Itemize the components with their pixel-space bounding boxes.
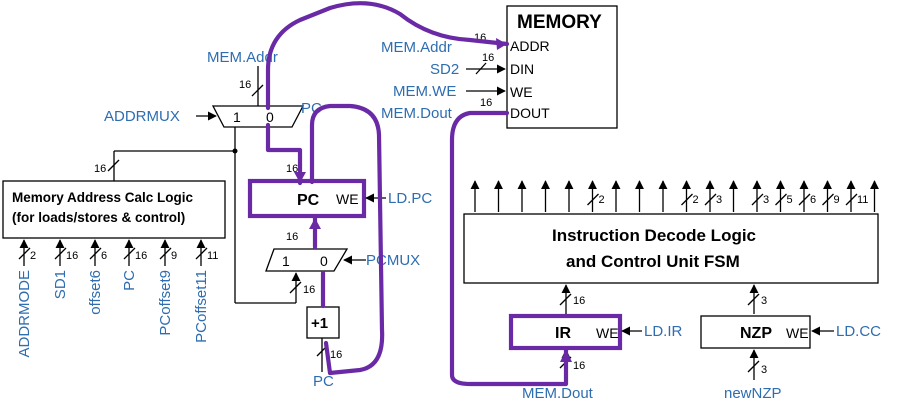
- pcmux-in0: 0: [320, 253, 328, 269]
- memory-addr-signal: MEM.Addr: [381, 39, 452, 56]
- decode-output-width: 2: [599, 194, 605, 206]
- decode-block: [463, 213, 879, 284]
- pcmux-in1: 1: [282, 253, 290, 269]
- pcmux-width: 16: [303, 284, 315, 296]
- addrmux-output-signal: MEM.Addr: [207, 49, 278, 66]
- memory-block: [506, 5, 618, 129]
- decode-output-width: 9: [834, 194, 840, 206]
- addr-calc-input-label: offset6: [87, 270, 104, 315]
- addr-calc-input-width: 16: [135, 250, 147, 262]
- addr-calc-input-width: 11: [207, 250, 218, 262]
- ir-name: IR: [555, 325, 571, 342]
- addrmux-shape: [211, 105, 305, 128]
- addr-calc-block: [2, 180, 226, 239]
- addr-calc-title: Memory Address Calc Logic: [12, 190, 194, 205]
- decode-output-width: 3: [716, 194, 722, 206]
- addr-calc-input-label: SD1: [52, 270, 69, 299]
- pcmux-select-signal: PCMUX: [366, 252, 420, 269]
- addr-calc-output-width: 16: [94, 163, 106, 175]
- addrmux-in0: 0: [266, 109, 274, 125]
- incrementer-output-signal: PC: [313, 373, 334, 390]
- ir-input-width: 16: [573, 360, 585, 372]
- addr-calc-input-width: 6: [101, 250, 107, 262]
- path-memory-dout-to-ir: [449, 110, 569, 387]
- nzp-input-width: 3: [761, 364, 767, 376]
- decode-outputs: 2 2 3 3 5 6 9 11: [470, 180, 880, 212]
- ir-register: [508, 313, 623, 351]
- incrementer-label: +1: [311, 315, 328, 332]
- addr-calc-input-label: ADDRMODE: [16, 270, 33, 358]
- decode-subtitle: and Control Unit FSM: [566, 252, 740, 271]
- addr-calc-input-width: 16: [66, 250, 78, 262]
- addr-calc-input-width: 2: [30, 250, 36, 262]
- addr-calc-subtitle: (for loads/stores & control): [12, 210, 185, 225]
- addr-calc-input-label: PC: [121, 270, 138, 291]
- addr-calc-input-width: 9: [171, 250, 177, 262]
- pc-output-width: 16: [286, 231, 298, 243]
- memory-addr-port: ADDR: [510, 38, 550, 54]
- decode-output-width: 11: [857, 194, 868, 206]
- path-addr-to-memory: [265, 1, 510, 111]
- pc-we-port: WE: [336, 191, 359, 207]
- memory-din-width: 16: [482, 52, 494, 64]
- memory-dout-signal: MEM.Dout: [381, 105, 453, 122]
- memory-dout-width: 16: [480, 97, 492, 109]
- addr-calc-input-label: PCoffset11: [193, 270, 210, 343]
- decode-output-width: 6: [810, 194, 816, 206]
- memory-we-signal: MEM.WE: [393, 83, 456, 100]
- nzp-input-signal: newNZP: [724, 385, 782, 402]
- pc-register: [247, 178, 367, 219]
- addrmux-in1: 1: [233, 109, 241, 125]
- addrmux-select-signal: ADDRMUX: [104, 108, 180, 125]
- path-pc-increment-loop: [309, 103, 385, 376]
- decode-output-width: 3: [763, 194, 769, 206]
- nzp-we-port: WE: [786, 325, 809, 341]
- nzp-name: NZP: [740, 325, 772, 342]
- addr-calc-input-label: PCoffset9: [157, 270, 174, 336]
- ir-input-signal: MEM.Dout: [522, 385, 594, 402]
- pc-load-signal: LD.PC: [388, 190, 432, 207]
- memory-dout-port: DOUT: [510, 105, 550, 121]
- memory-din-signal: SD2: [430, 61, 459, 78]
- addrmux-output-width: 16: [239, 79, 251, 91]
- incrementer-width: 16: [330, 349, 342, 361]
- path-pc-to-memory-addr: [265, 122, 303, 186]
- decode-title: Instruction Decode Logic: [552, 226, 756, 245]
- pc-name: PC: [297, 192, 320, 209]
- decode-output-width: 2: [693, 194, 699, 206]
- nzp-output-width: 3: [761, 295, 767, 307]
- ir-output-width: 16: [573, 295, 585, 307]
- ir-we-port: WE: [596, 325, 619, 341]
- memory-din-port: DIN: [510, 61, 534, 77]
- pcmux-shape: [265, 248, 349, 272]
- memory-title: MEMORY: [517, 12, 602, 33]
- nzp-register: [700, 315, 811, 349]
- nzp-load-signal: LD.CC: [836, 323, 881, 340]
- memory-we-port: WE: [510, 84, 533, 100]
- ir-load-signal: LD.IR: [644, 323, 683, 340]
- decode-output-width: 5: [787, 194, 793, 206]
